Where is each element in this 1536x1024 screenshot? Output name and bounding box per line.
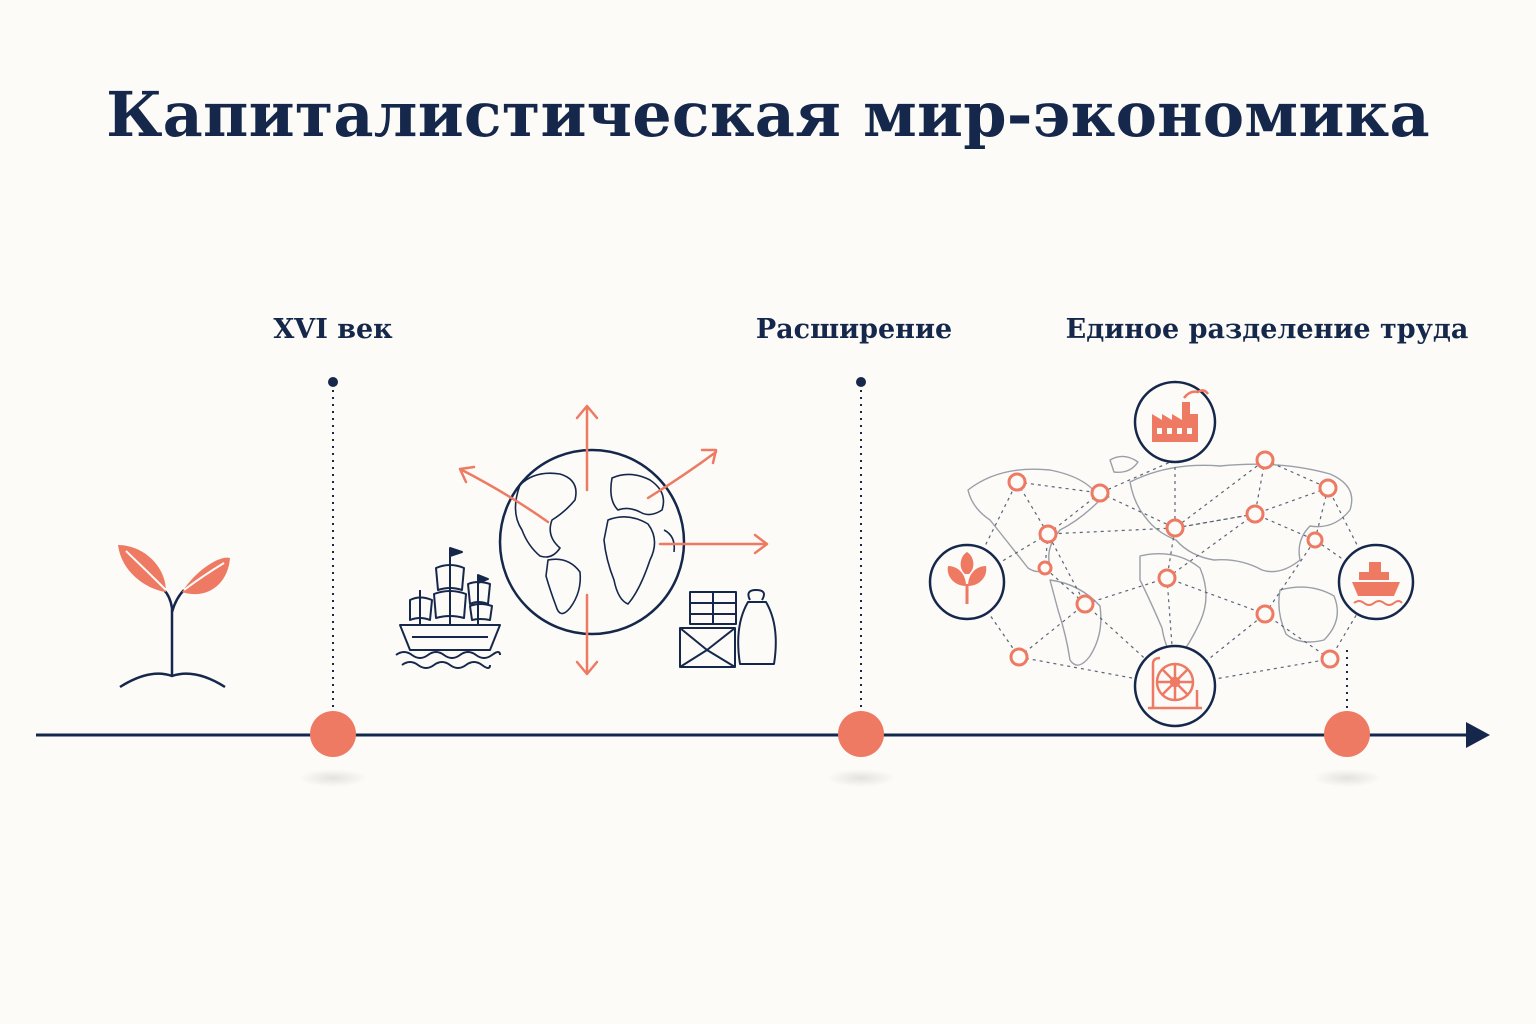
cargo-crates-icon — [679, 589, 777, 668]
milestone-label-16th-century: XVI век — [273, 314, 393, 345]
milestone-marker-3 — [1313, 650, 1381, 787]
world-network-map-icon — [966, 450, 1377, 687]
sailing-ship-icon — [395, 547, 501, 669]
factory-icon — [1133, 380, 1217, 464]
milestone-label-expansion: Расширение — [755, 314, 953, 345]
milestone-label-division-of-labour: Единое разделение труда — [1065, 314, 1469, 345]
timeline-arrowhead-icon — [1466, 722, 1490, 748]
page-title: Капиталистическая мир-экономика — [106, 78, 1430, 151]
world-map-outline — [967, 455, 1353, 666]
milestone-marker-2 — [827, 377, 895, 787]
sprout-icon — [118, 545, 230, 689]
spinning-wheel-icon — [1133, 644, 1217, 728]
milestone-marker-1 — [299, 377, 367, 787]
cargo-ship-icon — [1337, 543, 1415, 621]
plant-icon — [928, 543, 1006, 621]
network-nodes — [1007, 450, 1340, 669]
globe-icon — [498, 448, 686, 636]
expansion-arrows — [458, 404, 769, 676]
timeline-axis — [36, 722, 1490, 748]
